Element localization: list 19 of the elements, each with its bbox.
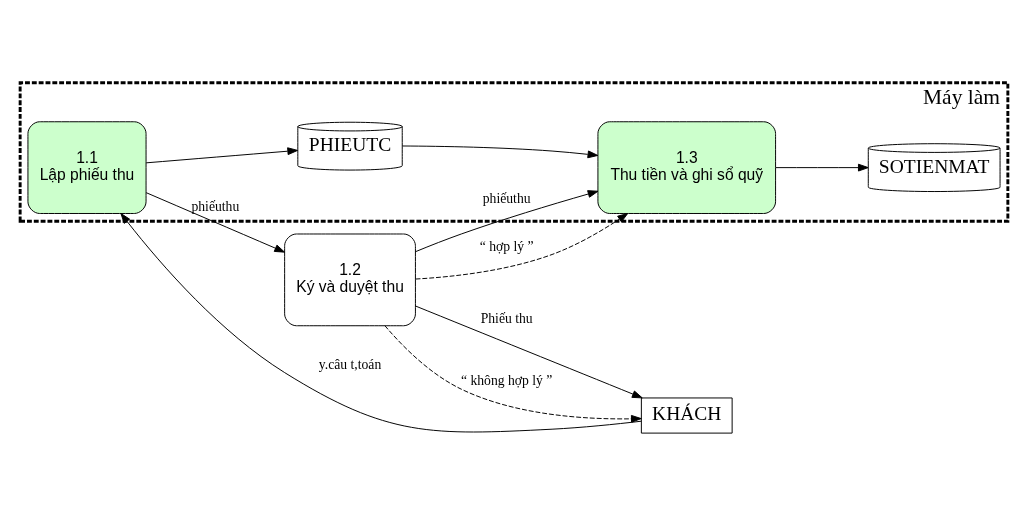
arrow (384, 325, 642, 423)
arrow (145, 192, 286, 253)
arrow (415, 305, 643, 399)
node-box: 1.2 Ký và duyệt thu (284, 233, 416, 327)
node-box: 1.3 Thu tiền và ghi sổ quỹ (597, 121, 777, 214)
arrow (120, 213, 642, 433)
arrow (775, 163, 869, 172)
edge-label: “ hợp lý ” (479, 238, 534, 254)
node-box: 1.1 Lập phiếu thu (27, 121, 147, 214)
arrow (415, 213, 629, 280)
edge-label: y.câu t,toán (318, 356, 382, 372)
edge-label: Phiếu thu (480, 311, 533, 326)
edge-label: “ không hợp lý ” (460, 373, 553, 389)
arrow (145, 147, 299, 164)
arrow (415, 190, 599, 253)
node-box: KHÁCH (640, 397, 733, 434)
edge-label: phiếuthu (191, 198, 240, 214)
arrow (401, 145, 599, 159)
edge-label: phiếuthu (482, 190, 531, 206)
